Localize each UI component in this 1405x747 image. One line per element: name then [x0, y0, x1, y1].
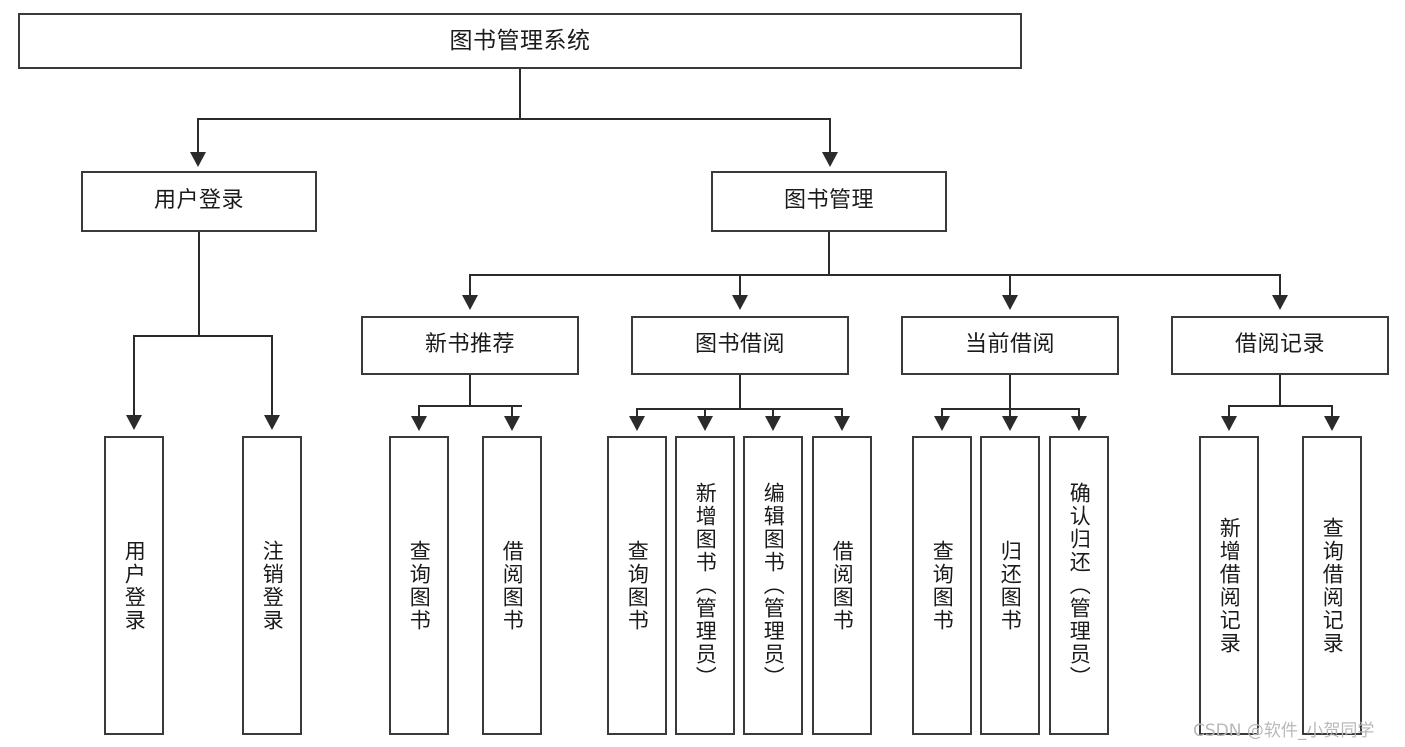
leaf-current-borrow-return[interactable]: 归还图书 — [980, 436, 1040, 735]
arrow-new-book-child-2 — [504, 416, 520, 431]
connector-user-login-child-2 — [271, 335, 273, 418]
leaf-current-borrow-confirm-return[interactable]: 确认归还（管理员） — [1049, 436, 1109, 735]
arrow-book-mgmt-child-2 — [732, 295, 748, 310]
arrow-user-login-child-2 — [264, 415, 280, 430]
node-label: 图书管理 — [783, 188, 874, 214]
connector-user-login-bus — [133, 335, 273, 337]
arrow-current-borrow-child-1 — [934, 416, 950, 431]
leaf-book-borrow-borrow[interactable]: 借阅图书 — [812, 436, 872, 735]
node-label: 确认归还（管理员） — [1067, 482, 1092, 689]
leaf-current-borrow-query[interactable]: 查询图书 — [912, 436, 972, 735]
node-label: 新增借阅记录 — [1217, 516, 1242, 655]
connector-new-book-stem — [469, 375, 471, 406]
node-label: 查询图书 — [407, 539, 432, 632]
node-label: 图书借阅 — [694, 332, 785, 358]
connector-book-borrow-bus — [636, 408, 843, 410]
connector-new-book-child-2 — [511, 405, 513, 419]
connector-book-mgmt-stem — [828, 232, 830, 275]
node-new-book-recommend[interactable]: 新书推荐 — [361, 316, 579, 375]
arrow-root-to-book-mgmt — [822, 152, 838, 167]
connector-book-borrow-child-4 — [841, 408, 843, 419]
connector-book-borrow-stem — [739, 375, 741, 409]
watermark-text: CSDN @软件_小贺同学 — [1193, 721, 1375, 741]
arrow-current-borrow-child-2 — [1002, 416, 1018, 431]
connector-user-login-child-1 — [133, 335, 135, 418]
leaf-book-borrow-query[interactable]: 查询图书 — [607, 436, 667, 735]
node-label: 查询图书 — [930, 539, 955, 632]
node-borrow-record[interactable]: 借阅记录 — [1171, 316, 1389, 375]
node-label: 图书管理系统 — [449, 27, 591, 54]
node-root-system[interactable]: 图书管理系统 — [18, 13, 1022, 69]
leaf-new-book-query[interactable]: 查询图书 — [389, 436, 449, 735]
connector-new-book-bus — [418, 405, 522, 407]
arrow-book-borrow-child-4 — [834, 416, 850, 431]
connector-book-borrow-child-3 — [772, 408, 774, 419]
node-label: 查询图书 — [625, 539, 650, 632]
connector-borrow-record-child-2 — [1331, 405, 1333, 419]
connector-current-borrow-child-2 — [1009, 408, 1011, 419]
leaf-borrow-record-query[interactable]: 查询借阅记录 — [1302, 436, 1362, 735]
connector-root-to-user-login — [197, 118, 199, 155]
arrow-new-book-child-1 — [411, 416, 427, 431]
connector-root-to-book-mgmt — [829, 118, 831, 155]
arrow-book-borrow-child-2 — [697, 416, 713, 431]
arrow-book-mgmt-child-1 — [462, 295, 478, 310]
connector-book-mgmt-child-2 — [739, 274, 741, 298]
node-label: 用户登录 — [122, 539, 147, 632]
connector-new-book-child-1 — [418, 405, 420, 419]
connector-current-borrow-child-3 — [1078, 408, 1080, 419]
connector-book-mgmt-child-3 — [1009, 274, 1011, 298]
connector-current-borrow-stem — [1009, 375, 1011, 409]
node-label: 新增图书（管理员） — [693, 482, 718, 689]
connector-book-borrow-child-1 — [636, 408, 638, 419]
connector-user-login-stem — [198, 232, 200, 336]
connector-root-stem — [519, 69, 521, 119]
connector-book-mgmt-child-1 — [469, 274, 471, 298]
leaf-user-login-logout[interactable]: 注销登录 — [242, 436, 302, 735]
connector-current-borrow-child-1 — [941, 408, 943, 419]
node-current-borrow[interactable]: 当前借阅 — [901, 316, 1119, 375]
arrow-user-login-child-1 — [126, 415, 142, 430]
connector-borrow-record-stem — [1279, 375, 1281, 406]
arrow-book-mgmt-child-3 — [1002, 295, 1018, 310]
connector-borrow-record-bus — [1228, 405, 1332, 407]
node-label: 借阅图书 — [830, 539, 855, 632]
node-label: 注销登录 — [260, 539, 285, 632]
node-label: 借阅记录 — [1234, 332, 1325, 358]
node-label: 借阅图书 — [500, 539, 525, 632]
arrow-borrow-record-child-1 — [1221, 416, 1237, 431]
node-label: 查询借阅记录 — [1320, 516, 1345, 655]
leaf-user-login-login[interactable]: 用户登录 — [104, 436, 164, 735]
connector-book-mgmt-bus — [469, 274, 1281, 276]
node-user-login[interactable]: 用户登录 — [81, 171, 317, 232]
node-book-management[interactable]: 图书管理 — [711, 171, 947, 232]
node-label: 新书推荐 — [424, 332, 515, 358]
connector-root-bus — [197, 118, 831, 120]
node-label: 归还图书 — [998, 539, 1023, 632]
arrow-borrow-record-child-2 — [1324, 416, 1340, 431]
node-label: 用户登录 — [153, 188, 244, 214]
leaf-new-book-borrow[interactable]: 借阅图书 — [482, 436, 542, 735]
leaf-book-borrow-edit[interactable]: 编辑图书（管理员） — [743, 436, 803, 735]
node-book-borrow[interactable]: 图书借阅 — [631, 316, 849, 375]
arrow-book-borrow-child-1 — [629, 416, 645, 431]
arrow-root-to-user-login — [190, 152, 206, 167]
connector-book-borrow-child-2 — [704, 408, 706, 419]
arrow-book-borrow-child-3 — [765, 416, 781, 431]
node-label: 当前借阅 — [964, 332, 1055, 358]
leaf-borrow-record-add[interactable]: 新增借阅记录 — [1199, 436, 1259, 735]
node-label: 编辑图书（管理员） — [761, 482, 786, 689]
arrow-book-mgmt-child-4 — [1272, 295, 1288, 310]
arrow-current-borrow-child-3 — [1071, 416, 1087, 431]
connector-borrow-record-child-1 — [1228, 405, 1230, 419]
leaf-book-borrow-add[interactable]: 新增图书（管理员） — [675, 436, 735, 735]
connector-book-mgmt-child-4 — [1279, 274, 1281, 298]
